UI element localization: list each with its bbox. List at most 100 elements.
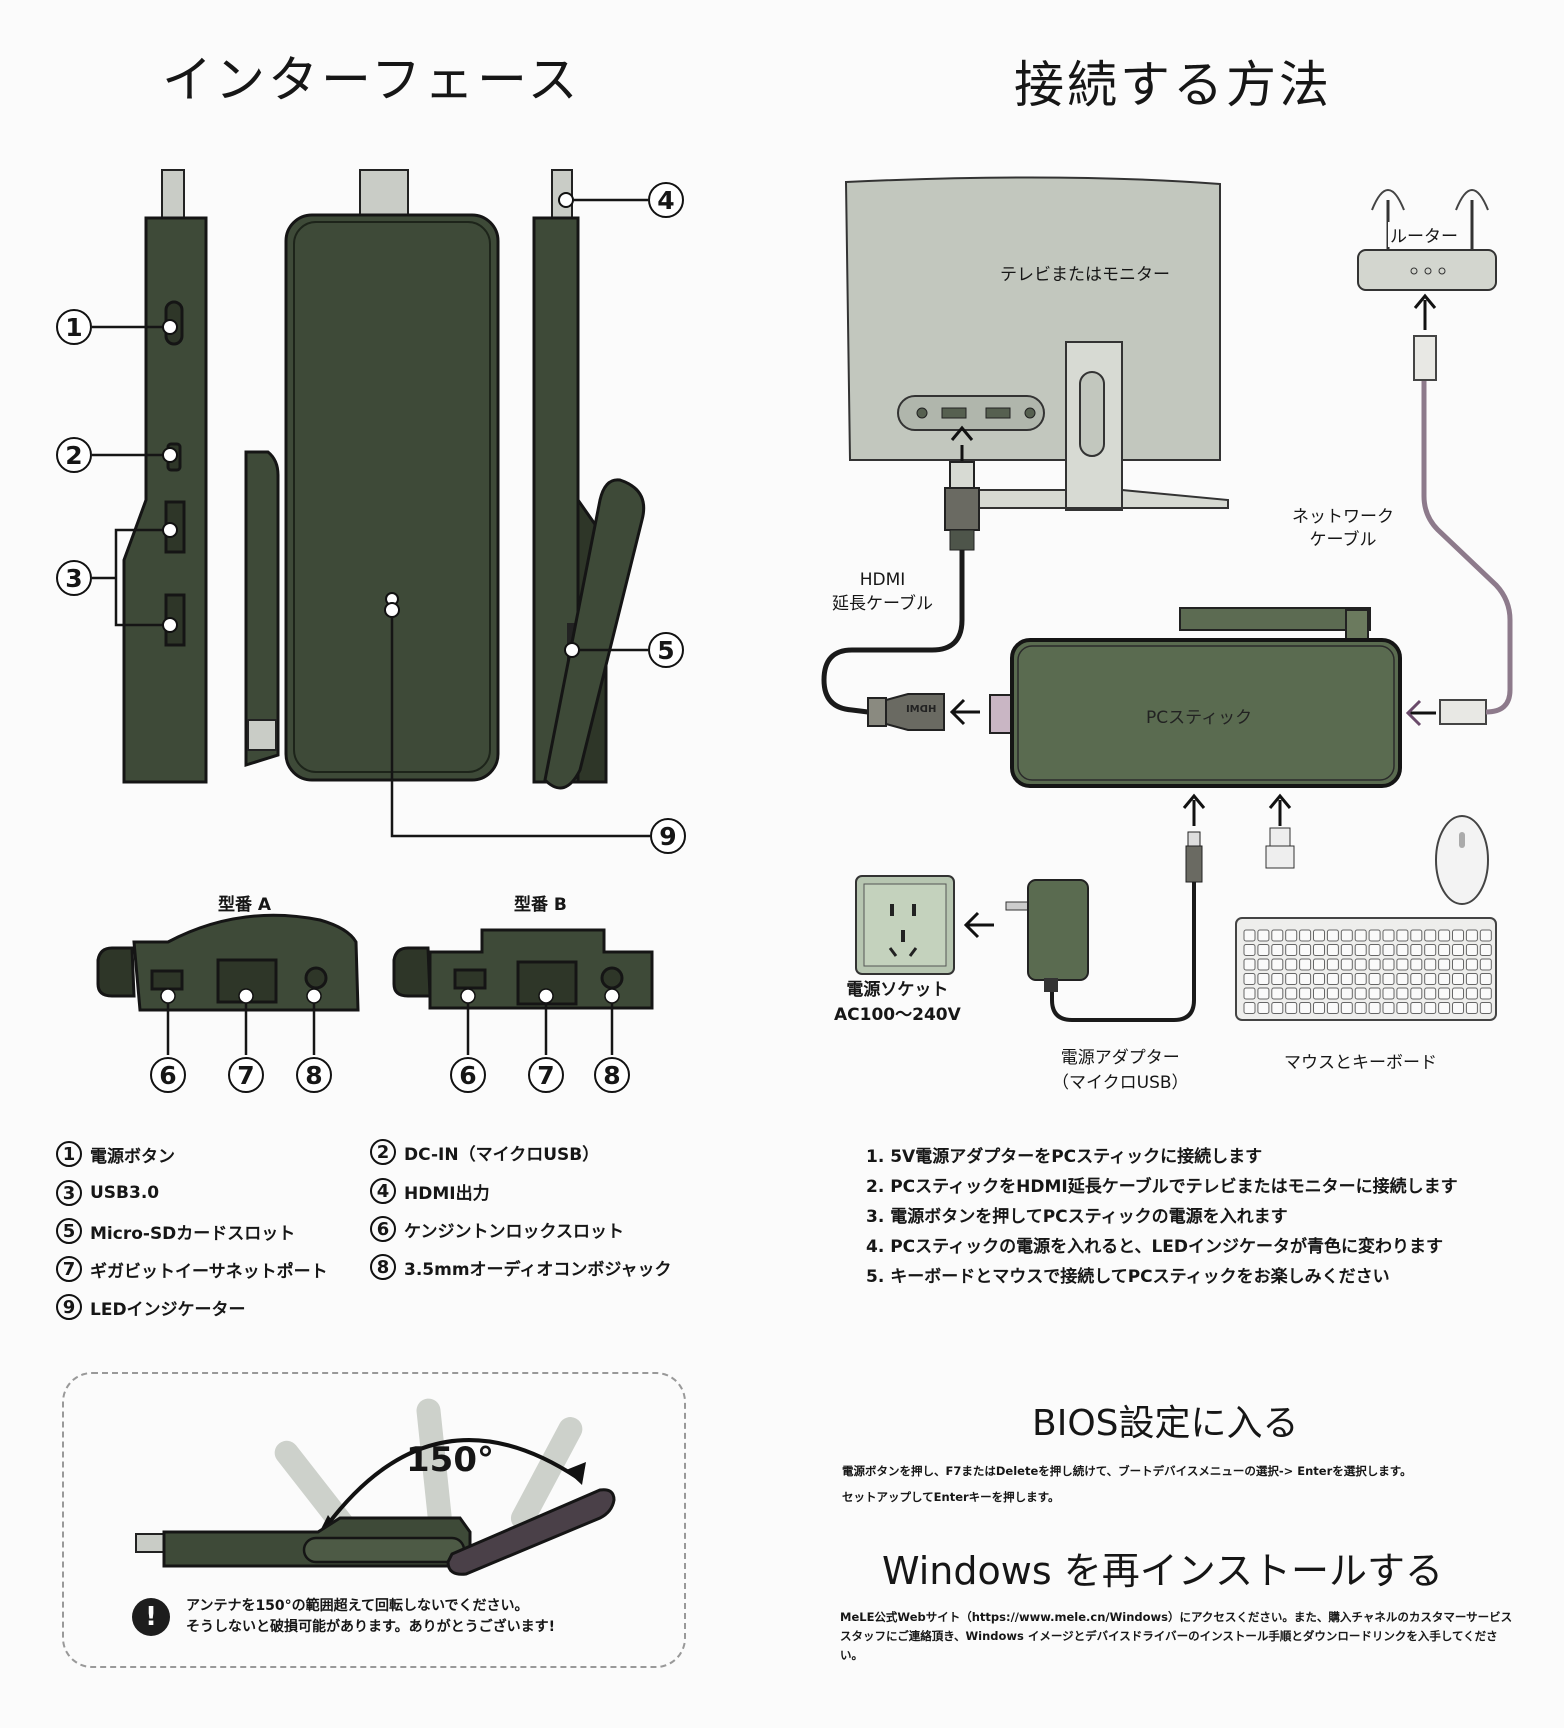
keyboard-key	[1299, 944, 1312, 956]
keyboard-key	[1424, 1002, 1437, 1014]
keyboard-key	[1479, 973, 1492, 985]
keyboard-key	[1368, 944, 1381, 956]
keyboard-key	[1410, 973, 1423, 985]
peripherals-label: マウスとキーボード	[1284, 1053, 1437, 1073]
network-cable-label: ネットワーク ケーブル	[1292, 506, 1394, 552]
keyboard-key	[1340, 958, 1353, 971]
spec-item: 7 ギガビットイーサネットポート	[56, 1256, 328, 1282]
keyboard-key	[1299, 987, 1312, 1000]
keyboard-key	[1382, 958, 1395, 971]
keyboard-key	[1410, 929, 1423, 942]
model-a-label: 型番 A	[218, 895, 272, 915]
keyboard-key	[1465, 1002, 1478, 1014]
keyboard-key	[1438, 987, 1451, 1000]
spec-text: 電源ボタン	[90, 1146, 175, 1167]
callout-5: 5	[648, 632, 684, 668]
antenna-rotation-illustration	[135, 1398, 616, 1576]
spec-text: ギガビットイーサネットポート	[90, 1261, 328, 1282]
keyboard-key	[1299, 973, 1312, 985]
callout-3: 3	[56, 560, 92, 596]
hdmi-cable-line-1: HDMI	[859, 570, 906, 590]
exclamation-icon: !	[132, 1598, 170, 1636]
keyboard-key	[1340, 944, 1353, 956]
keyboard-key	[1396, 987, 1409, 1000]
keyboard-key	[1465, 929, 1478, 942]
keyboard-key	[1243, 1002, 1256, 1014]
keyboard-key	[1396, 944, 1409, 956]
keyboard-key	[1396, 929, 1409, 942]
keyboard-key	[1424, 944, 1437, 956]
keyboard-key	[1479, 958, 1492, 971]
spec-text: USB3.0	[90, 1183, 160, 1203]
keyboard-key	[1438, 944, 1451, 956]
bios-line-1: 電源ボタンを押し、F7またはDeleteを押し続けて、ブートデバイスメニューの選…	[842, 1464, 1412, 1478]
keyboard-key	[1257, 1002, 1270, 1014]
keyboard-key	[1368, 929, 1381, 942]
step-item: 2. PCスティックをHDMI延長ケーブルでテレビまたはモニターに接続します	[866, 1177, 1458, 1197]
pc-stick-body	[1010, 638, 1402, 788]
spec-number: 8	[370, 1254, 396, 1280]
spec-item: 6 ケンジントンロックスロット	[370, 1216, 624, 1242]
keyboard-key	[1299, 1002, 1312, 1014]
keyboard-key	[1340, 973, 1353, 985]
antenna-rotated	[446, 1488, 616, 1576]
reinstall-title: Windows を再インストールする	[882, 1549, 1443, 1593]
rotation-angle-label: 150°	[406, 1440, 494, 1480]
keyboard-key	[1271, 944, 1284, 956]
keyboard-key	[1368, 987, 1381, 1000]
spec-text: HDMI出力	[404, 1183, 490, 1204]
keyboard-key	[1396, 958, 1409, 971]
antenna-warning-box	[62, 1372, 686, 1668]
keyboard-key	[1368, 973, 1381, 985]
keyboard-key	[1479, 929, 1492, 942]
spec-number: 6	[370, 1216, 396, 1242]
spec-text: 3.5mmオーディオコンボジャック	[404, 1259, 672, 1280]
keyboard-key	[1410, 1002, 1423, 1014]
keyboard-key	[1382, 987, 1395, 1000]
keyboard-key	[1285, 987, 1298, 1000]
reinstall-text: MeLE公式Webサイト（https://www.mele.cn/Windows…	[840, 1610, 1513, 1662]
spec-text: ケンジントンロックスロット	[404, 1221, 624, 1242]
warning-line-2: そうしないと破損可能があります。ありがとうございます!	[186, 1619, 555, 1635]
keyboard-key	[1354, 944, 1367, 956]
keyboard-key	[1452, 944, 1464, 956]
network-cable-line-1: ネットワーク	[1292, 507, 1394, 527]
keyboard-key	[1326, 987, 1339, 1000]
keyboard-key	[1285, 929, 1298, 942]
pc-stick-label: PCスティック	[1146, 708, 1253, 728]
keyboard-key	[1452, 973, 1464, 985]
router-body	[1357, 249, 1497, 291]
keyboard-key	[1368, 958, 1381, 971]
keyboard-key	[1271, 973, 1284, 985]
keyboard-key	[1271, 958, 1284, 971]
keyboard-key	[1285, 944, 1298, 956]
steps-list: 1. 5V電源アダプターをPCスティックに接続します 2. PCスティックをHD…	[866, 1142, 1458, 1292]
monitor-port-panel	[897, 395, 1045, 431]
socket-line-1: 電源ソケット	[846, 980, 949, 1000]
keyboard-key	[1271, 929, 1284, 942]
adapter-line-1: 電源アダプター	[1060, 1048, 1180, 1068]
keyboard-key	[1465, 944, 1478, 956]
model-b-callout-7: 7	[528, 1057, 564, 1093]
keyboard-key	[1326, 973, 1339, 985]
device-views-illustration	[92, 169, 650, 838]
keyboard-key	[1340, 987, 1353, 1000]
spec-number: 7	[56, 1256, 82, 1282]
power-adapter	[1027, 879, 1089, 981]
hdmi-cable-line-2: 延長ケーブル	[832, 594, 933, 614]
keyboard-key	[1424, 929, 1437, 942]
keyboard-key	[1313, 973, 1325, 985]
keyboard-key	[1382, 929, 1395, 942]
spec-item: 1 電源ボタン	[56, 1141, 175, 1167]
keyboard-key	[1313, 929, 1325, 942]
keyboard-key	[1326, 929, 1339, 942]
step-item: 5. キーボードとマウスで接続してPCスティックをお楽しみください	[866, 1267, 1390, 1287]
model-ports-illustration	[96, 913, 654, 1055]
model-b-callout-8: 8	[594, 1057, 630, 1093]
keyboard-key	[1257, 944, 1270, 956]
spec-number: 1	[56, 1141, 82, 1167]
bios-line-2: セットアップしてEnterキーを押します。	[842, 1490, 1060, 1504]
